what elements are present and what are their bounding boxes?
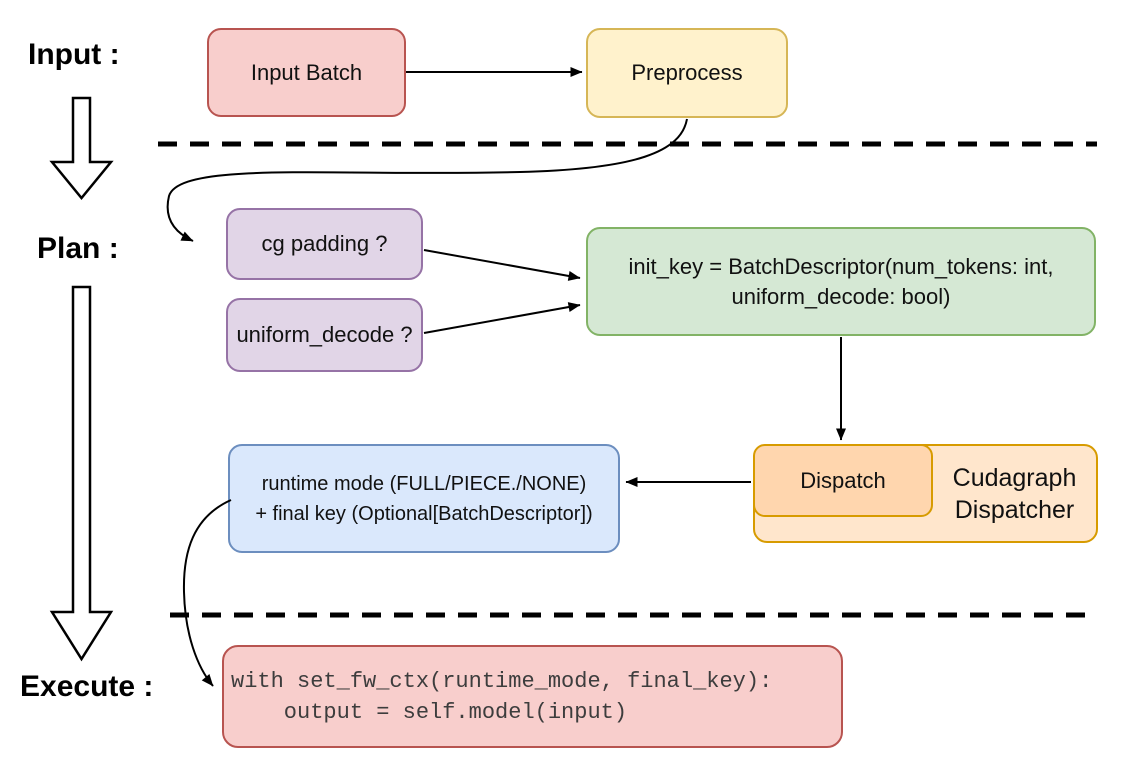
node-cudagraph-dispatcher-label: Cudagraph Dispatcher	[933, 444, 1096, 543]
node-dispatch-label: Dispatch	[800, 467, 886, 493]
node-preprocess-label: Preprocess	[631, 60, 743, 85]
cudagraph-dispatcher-line1: Cudagraph	[952, 463, 1077, 492]
hollow-arrow-input	[49, 96, 114, 200]
execute-code-line1: with set_fw_ctx(runtime_mode, final_key)…	[231, 668, 773, 694]
hollow-arrow-plan	[49, 285, 114, 662]
arrow-cgpadding-to-initkey	[423, 249, 581, 281]
section-label-execute: Execute :	[20, 670, 154, 703]
execute-code-line2: output = self.model(input)	[231, 699, 628, 725]
node-uniform-decode-label: uniform_decode ?	[236, 322, 413, 347]
section-label-input: Input :	[28, 38, 120, 71]
node-dispatch: Dispatch	[753, 444, 933, 517]
cudagraph-dispatcher-line2: Dispatcher	[954, 495, 1075, 524]
section-label-plan: Plan :	[37, 232, 119, 265]
node-runtime-mode-line2: + final key (Optional[BatchDescriptor])	[255, 502, 593, 525]
node-init-key: init_key = BatchDescriptor(num_tokens: i…	[586, 227, 1096, 336]
node-cg-padding-label: cg padding ?	[261, 231, 388, 256]
node-input-batch: Input Batch	[207, 28, 406, 117]
node-uniform-decode: uniform_decode ?	[226, 298, 423, 372]
node-runtime-mode: runtime mode (FULL/PIECE./NONE) + final …	[228, 444, 620, 553]
node-init-key-line2: uniform_decode: bool)	[731, 283, 951, 309]
node-cg-padding: cg padding ?	[226, 208, 423, 280]
node-init-key-line1: init_key = BatchDescriptor(num_tokens: i…	[628, 253, 1054, 279]
node-preprocess: Preprocess	[586, 28, 788, 118]
node-execute-code: with set_fw_ctx(runtime_mode, final_key)…	[222, 645, 843, 748]
arrow-uniformdecode-to-initkey	[423, 302, 581, 334]
node-runtime-mode-line1: runtime mode (FULL/PIECE./NONE)	[261, 472, 587, 495]
node-input-batch-label: Input Batch	[250, 59, 363, 85]
